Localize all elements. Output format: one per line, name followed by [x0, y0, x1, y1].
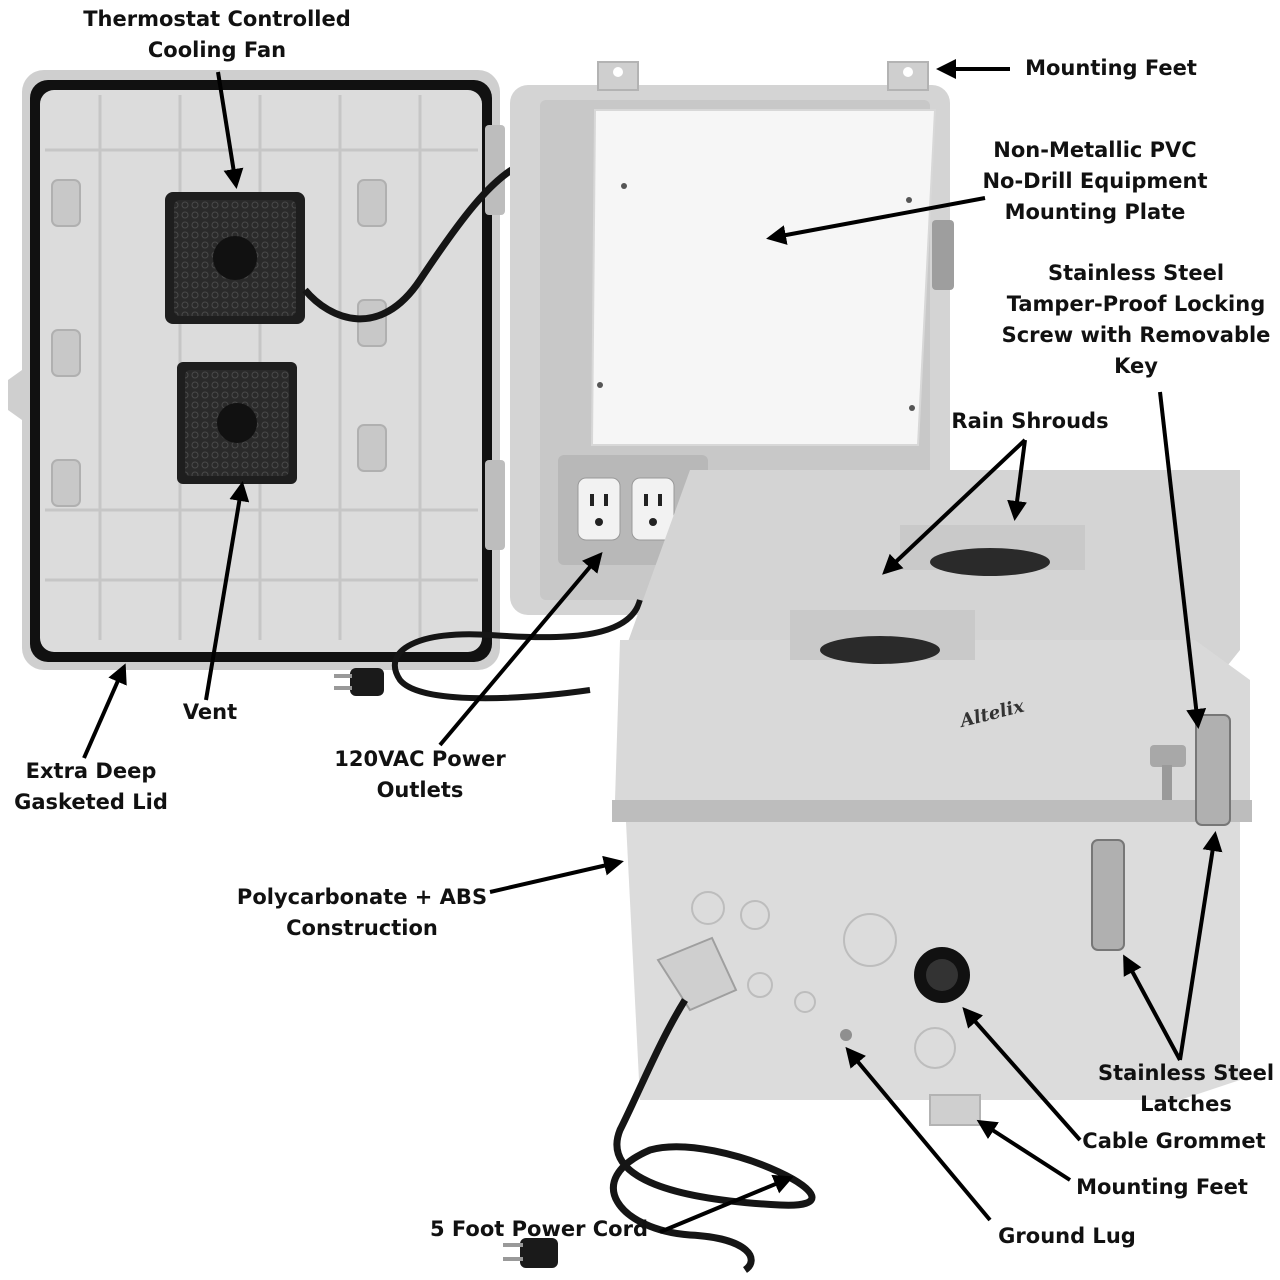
- arrow-cable-grommet: [962, 1007, 1082, 1142]
- arrow-ground-lug: [845, 1046, 992, 1222]
- locking-key: [1150, 745, 1186, 800]
- ground-lug: [840, 1029, 852, 1041]
- arrow-vent: [204, 481, 250, 701]
- hinge-top: [485, 125, 505, 215]
- label-rain-shrouds: Rain Shrouds: [951, 409, 1109, 433]
- arrow-construction: [489, 855, 624, 894]
- arrow-gasketed-lid: [82, 663, 127, 759]
- rear-plug: [334, 668, 384, 696]
- locking-screw-bracket: [932, 220, 954, 290]
- rain-shroud-front: [790, 610, 975, 664]
- front-power-cord: [610, 998, 816, 1273]
- lid-ribs: [45, 95, 478, 640]
- arrow-rain-shroud-front: [882, 438, 1027, 575]
- mounting-plate: [590, 109, 937, 446]
- label-mounting-feet-top: Mounting Feet: [1025, 56, 1197, 80]
- label-mounting-feet-bottom: Mounting Feet: [1076, 1175, 1248, 1199]
- arrow-mounting-plate: [766, 196, 986, 245]
- enclosure-seam: [612, 800, 1252, 822]
- callout-arrows: [82, 59, 1223, 1234]
- arrow-rain-shroud-back: [1007, 439, 1027, 521]
- arrow-cooling-fan: [216, 71, 244, 189]
- label-power-cord: 5 Foot Power Cord: [430, 1217, 648, 1241]
- fan-cable: [302, 161, 522, 323]
- knockouts: [691, 891, 956, 1069]
- lid-bosses: [51, 179, 387, 507]
- cable-gland: [656, 936, 738, 1012]
- label-cable-grommet: Cable Grommet: [1082, 1129, 1266, 1153]
- latch-lower: [1091, 839, 1125, 951]
- arrow-latch-upper: [1178, 831, 1223, 1061]
- hinge-bottom: [485, 460, 505, 550]
- rain-shroud-back: [900, 525, 1085, 576]
- arrow-latch-lower: [1123, 954, 1182, 1061]
- open-lid: [8, 70, 522, 670]
- rear-power-cord: [391, 599, 643, 702]
- arrow-mounting-feet-bottom: [976, 1119, 1072, 1182]
- arrow-locking-screw: [1158, 391, 1207, 729]
- arrow-power-cord: [659, 1174, 794, 1234]
- label-ground-lug: Ground Lug: [998, 1224, 1136, 1248]
- cooling-fan: [165, 192, 305, 324]
- label-vent: Vent: [182, 700, 238, 724]
- vent: [177, 362, 297, 484]
- closed-enclosure: Altelix: [503, 470, 1252, 1273]
- latch-upper: [1195, 714, 1231, 826]
- closed-lid-front: [615, 640, 1250, 800]
- mounting-foot-bottom: [929, 1094, 981, 1126]
- arrow-power-outlets: [438, 551, 603, 747]
- front-plug: [503, 1238, 558, 1268]
